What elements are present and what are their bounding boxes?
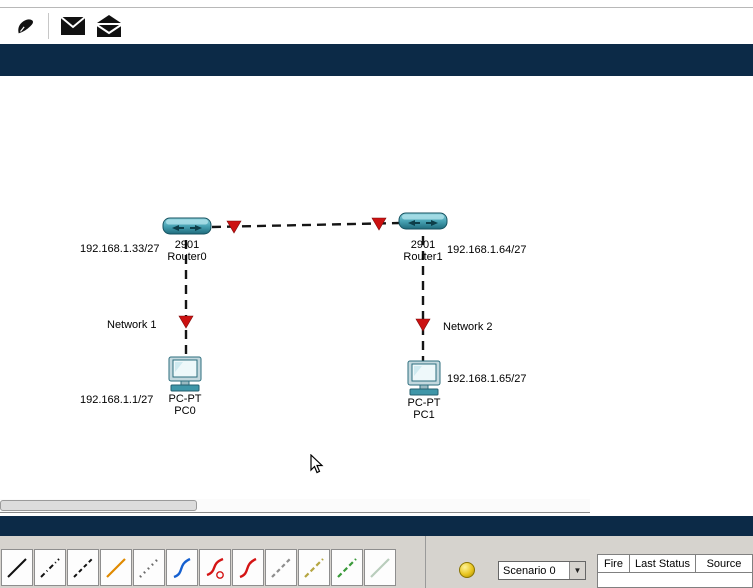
connection-console-button[interactable] <box>67 549 99 586</box>
hscroll-row <box>0 499 753 513</box>
copper-cross-over-icon <box>40 557 60 578</box>
network1-label: Network 1 <box>107 319 157 331</box>
connection-fiber-button[interactable] <box>100 549 132 586</box>
link-status-arrow <box>178 315 194 329</box>
scenario-area: Scenario 0 ▼ <box>425 536 595 588</box>
lower-header-bar <box>0 516 753 536</box>
router-icon <box>398 212 448 230</box>
canvas-hscrollbar[interactable] <box>0 499 590 513</box>
device-router1[interactable] <box>398 206 448 236</box>
device-router0[interactable] <box>162 211 212 241</box>
ip-note-router0: 192.168.1.33/27 <box>80 243 160 255</box>
connection-copper-crossover-button[interactable] <box>34 549 66 586</box>
pdu-list-table: Fire Last Status Source <box>597 554 753 588</box>
pdu-header-row: Fire Last Status Source <box>598 555 752 573</box>
pdu-header-last-status: Last Status <box>630 555 696 573</box>
device-label-pc1: PC-PT PC1 <box>384 397 464 421</box>
connection-coaxial-button[interactable] <box>166 549 198 586</box>
router0-name: Router0 <box>167 251 207 263</box>
router1-name: Router1 <box>403 251 443 263</box>
connection-copper-straight-button[interactable] <box>1 549 33 586</box>
toolbar-separator <box>48 13 49 39</box>
connection-phone-button[interactable] <box>133 549 165 586</box>
console-cable-icon <box>73 557 93 578</box>
router1-model: 2901 <box>410 239 436 251</box>
usb-cable-icon <box>337 557 357 578</box>
connections-palette <box>0 536 425 588</box>
scenario-dropdown[interactable]: Scenario 0 ▼ <box>498 561 586 580</box>
connection-usb-button[interactable] <box>331 549 363 586</box>
hscroll-thumb[interactable] <box>0 500 197 511</box>
connection-serial-dce-button[interactable] <box>199 549 231 586</box>
pdu-list-panel: Fire Last Status Source <box>595 536 753 588</box>
ip-note-pc0: 192.168.1.1/27 <box>80 394 154 406</box>
header-bar <box>0 44 753 76</box>
pc-icon <box>407 360 441 396</box>
auto-connect-icon <box>370 557 390 578</box>
connection-custom-cable-button[interactable] <box>298 549 330 586</box>
ip-note-pc1: 192.168.1.65/27 <box>447 373 527 385</box>
secondary-toolbar <box>0 8 753 44</box>
device-pc1[interactable] <box>402 360 446 400</box>
coaxial-cable-icon <box>173 557 191 578</box>
link-status-arrow <box>226 220 242 234</box>
dropdown-arrow-icon[interactable]: ▼ <box>569 562 585 579</box>
router-icon <box>162 217 212 235</box>
pc1-name: PC1 <box>413 409 435 421</box>
ip-note-router1: 192.168.1.64/27 <box>447 244 527 256</box>
pc0-model: PC-PT <box>168 393 202 405</box>
open-envelope-icon <box>96 15 122 37</box>
topology-canvas[interactable]: 2901 Router0 192.168.1.33/27 2901 Router… <box>0 76 753 499</box>
custom-cable-icon <box>304 557 324 578</box>
phone-cable-icon <box>139 557 159 578</box>
bottom-panel: Scenario 0 ▼ Fire Last Status Source <box>0 536 753 588</box>
pc0-name: PC0 <box>174 405 196 417</box>
draw-tool-button[interactable] <box>10 11 42 41</box>
device-label-router1: 2901 Router1 <box>383 239 463 263</box>
add-complex-pdu-button[interactable] <box>93 11 125 41</box>
pdu-header-source: Source <box>696 555 752 573</box>
device-label-pc0: PC-PT PC0 <box>145 393 225 417</box>
connection-auto-button[interactable] <box>364 549 396 586</box>
top-strip <box>0 0 753 8</box>
copper-straight-through-icon <box>7 557 27 578</box>
scenario-value: Scenario 0 <box>503 564 556 577</box>
closed-envelope-icon <box>60 16 86 35</box>
fiber-cable-icon <box>106 557 126 578</box>
device-label-router0: 2901 Router0 <box>147 239 227 263</box>
serial-dce-icon <box>206 557 224 579</box>
add-simple-pdu-button[interactable] <box>57 11 89 41</box>
octal-cable-icon <box>271 557 291 578</box>
pdu-header-fire: Fire <box>598 555 630 573</box>
device-pc0[interactable] <box>163 356 207 396</box>
link-status-arrow <box>415 318 431 332</box>
connection-octal-button[interactable] <box>265 549 297 586</box>
network2-label: Network 2 <box>443 321 493 333</box>
spacer <box>0 513 753 516</box>
draw-tool-icon <box>18 19 34 34</box>
pc1-model: PC-PT <box>407 397 441 409</box>
serial-dte-icon <box>239 557 257 578</box>
connection-serial-dte-button[interactable] <box>232 549 264 586</box>
pc-icon <box>168 356 202 392</box>
links-layer <box>178 217 431 364</box>
info-sphere-icon[interactable] <box>459 562 475 578</box>
router0-model: 2901 <box>174 239 200 251</box>
link-status-arrow <box>371 217 387 231</box>
